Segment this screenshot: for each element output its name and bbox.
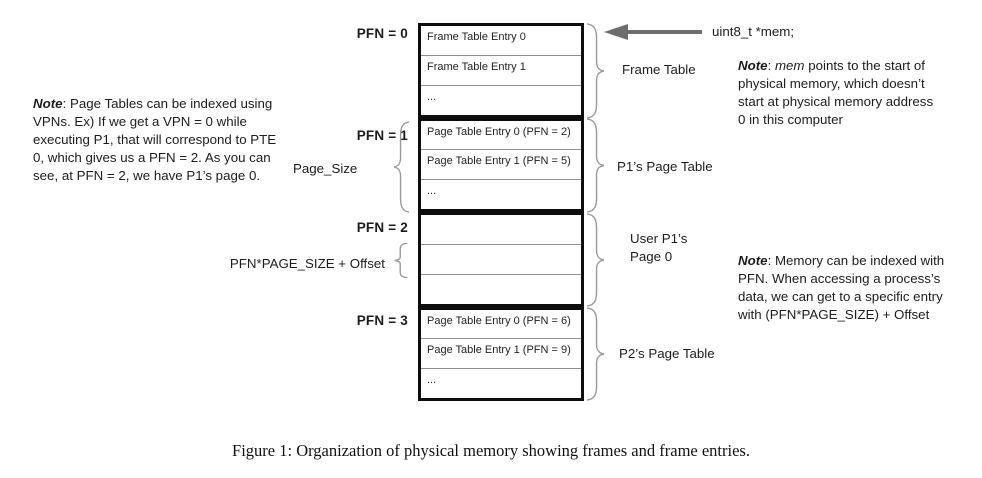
table-cell (421, 215, 581, 244)
table-cell: Page Table Entry 0 (PFN = 2) (427, 125, 571, 138)
note-colon: : (767, 58, 775, 73)
memory-section-pfn1: Page Table Entry 0 (PFN = 2) Page Table … (418, 117, 584, 212)
note-prefix: Note (33, 96, 63, 111)
user-page-brace-icon (585, 213, 606, 307)
note-body: points to the start of physical memory, … (738, 58, 934, 127)
figure-caption: Figure 1: Organization of physical memor… (232, 441, 750, 460)
table-cell: ... (421, 368, 581, 398)
table-cell: Page Table Entry 1 (PFN = 9) (421, 338, 581, 368)
note-body: : Page Tables can be indexed using VPNs.… (33, 96, 277, 183)
note-body: : Memory can be indexed with PFN. When a… (738, 253, 945, 322)
mem-pointer-arrow-shaft (626, 30, 702, 34)
table-cell (421, 243, 581, 274)
table-cell: Frame Table Entry 0 (427, 31, 526, 43)
offset-brace-icon (393, 243, 409, 278)
table-cell (421, 273, 581, 304)
note-prefix: Note (738, 253, 768, 268)
table-cell: Frame Table Entry 1 (421, 54, 581, 85)
p1-page-table-brace-icon (585, 118, 606, 213)
pfn-label-0: PFN = 0 (356, 26, 408, 41)
mem-declaration-label: uint8_t *mem; (712, 24, 795, 39)
note-page-tables: Note: Page Tables can be indexed using V… (33, 95, 278, 185)
mem-pointer-arrowhead-icon (604, 24, 628, 40)
note-pfn-indexing: Note: Memory can be indexed with PFN. Wh… (738, 252, 952, 324)
section-label-p1-page-table: P1’s Page Table (617, 159, 713, 174)
section-label-user-p1-page0: User P1’s Page 0 (630, 231, 688, 264)
pfn-label-2: PFN = 2 (356, 220, 408, 235)
frame-table-brace-icon (585, 23, 606, 119)
table-cell: ... (421, 179, 581, 209)
p2-page-table-brace-icon (585, 307, 606, 401)
pfn-label-1: PFN = 1 (356, 128, 408, 143)
table-cell: Page Table Entry 1 (PFN = 5) (421, 149, 581, 179)
note-mem-pointer: Note: mem points to the start of physica… (738, 57, 938, 129)
memory-table: Frame Table Entry 0 Frame Table Entry 1 … (418, 23, 584, 401)
note-mem-emphasis: mem (774, 58, 805, 73)
page-size-label: Page_Size (293, 161, 358, 176)
table-cell: Page Table Entry 0 (PFN = 6) (427, 314, 571, 327)
section-label-frame-table: Frame Table (622, 62, 696, 77)
page-size-brace-icon (392, 121, 411, 213)
section-label-p2-page-table: P2’s Page Table (619, 346, 715, 361)
note-prefix: Note (738, 58, 768, 73)
memory-section-pfn2 (418, 212, 584, 307)
memory-section-pfn0: Frame Table Entry 0 Frame Table Entry 1 … (418, 23, 584, 118)
pfn-label-3: PFN = 3 (356, 313, 408, 328)
table-cell: ... (421, 84, 581, 115)
offset-formula-label: PFN*PAGE_SIZE + Offset (229, 256, 385, 271)
memory-section-pfn3: Page Table Entry 0 (PFN = 6) Page Table … (418, 306, 584, 401)
